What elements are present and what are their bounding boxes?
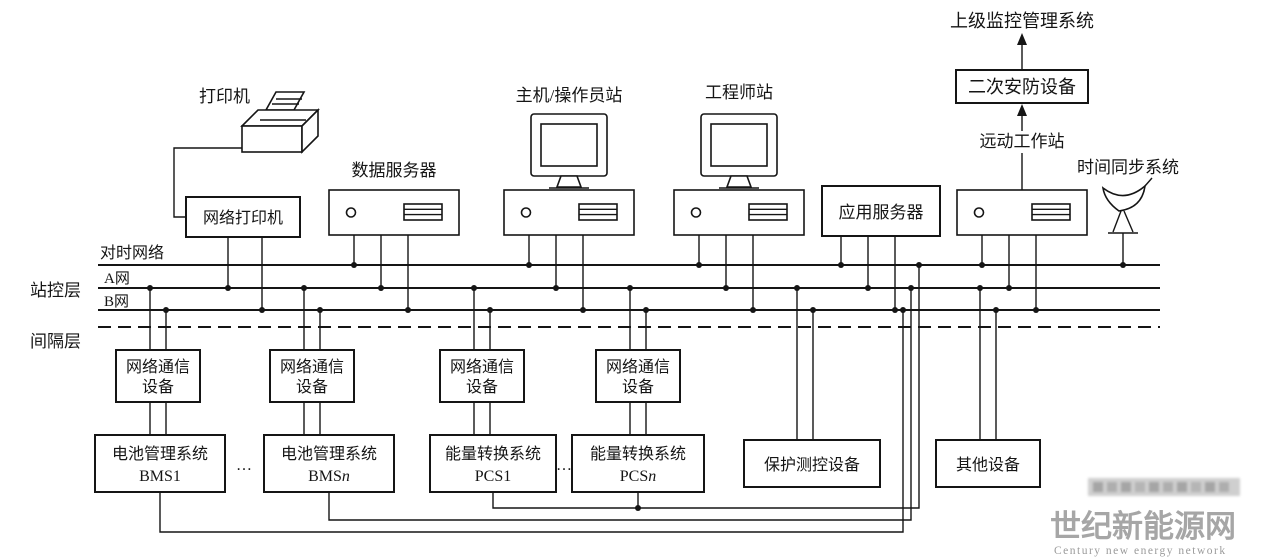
pcs1-group: 能量转换系统 PCS1 — [429, 434, 557, 493]
ncd-2-label-line1: 网络通信 — [280, 357, 344, 376]
ncd-1-box — [115, 349, 201, 403]
pcs1-label-line2: PCS1 — [475, 468, 511, 485]
printer-body — [241, 125, 303, 153]
data-server-label: 数据服务器 — [352, 161, 437, 180]
printer-paper — [264, 91, 306, 111]
ncd-4-label-line1: 网络通信 — [606, 357, 670, 376]
engineer-station-group: 工程师站 — [673, 83, 805, 310]
pcsn-group: 能量转换系统 PCSn — [571, 434, 705, 493]
printer-icon — [240, 91, 320, 154]
power-button-icon — [973, 207, 985, 218]
printer-connector-line — [173, 147, 242, 218]
ncd-4-group: 网络通信 设备 — [595, 288, 681, 435]
power-button-icon — [520, 207, 532, 218]
operator-station-group: 主机/操作员站 — [503, 86, 635, 310]
bms1-box — [94, 434, 226, 493]
blurred-watermark — [1088, 478, 1240, 496]
ellipsis-pcs: … — [556, 457, 572, 474]
bay-layer-label: 间隔层 — [30, 332, 81, 351]
arrow-up-icon — [1017, 104, 1027, 116]
bms1-group: 电池管理系统 BMS1 — [94, 434, 226, 493]
ncd-2-group: 网络通信 设备 — [269, 288, 355, 435]
bmsn-label-line1: 电池管理系统 — [281, 445, 377, 463]
ncd-3-label-line1: 网络通信 — [450, 357, 514, 376]
satellite-dish-icon — [1101, 177, 1153, 234]
power-button-icon — [690, 207, 702, 218]
power-button-icon — [345, 207, 357, 218]
security-device-box — [955, 69, 1089, 104]
watermark-en-text: Century new energy network — [1054, 545, 1227, 557]
bottom-loop-lines — [159, 265, 920, 533]
app-server-label: 应用服务器 — [839, 203, 924, 222]
site-watermark: 世纪新能源网 Century new energy network — [1050, 509, 1236, 557]
app-server-group: 应用服务器 — [821, 185, 941, 310]
ncd-3-group: 网络通信 设备 — [439, 288, 525, 435]
time-sync-group: 时间同步系统 — [1077, 158, 1179, 265]
other-device-label: 其他设备 — [956, 456, 1020, 474]
engineer-station-label: 工程师站 — [705, 83, 773, 102]
station-control-layer-label: 站控层 — [30, 281, 81, 300]
bms1-label-line2: BMS1 — [139, 468, 181, 485]
bmsn-group: 电池管理系统 BMSn — [263, 434, 395, 493]
pcsn-box — [571, 434, 705, 493]
monitor-icon — [530, 113, 608, 189]
station-bus-lines: 对时网络 A网 B网 站控层 间隔层 — [30, 243, 1160, 351]
parent-system-label: 上级监控管理系统 — [950, 11, 1094, 31]
app-server-box — [821, 185, 941, 237]
ncd-4-label-line2: 设备 — [622, 378, 654, 396]
protection-device-label: 保护测控设备 — [764, 456, 860, 474]
other-device-group: 其他设备 — [935, 288, 1041, 488]
network-b-label: B网 — [104, 294, 129, 310]
network-printer-label: 网络打印机 — [203, 208, 283, 227]
other-device-box — [935, 439, 1041, 488]
vent-icon — [578, 203, 618, 221]
vent-icon — [1031, 203, 1071, 221]
pcsn-label-line2: PCSn — [620, 468, 656, 485]
ncd-3-label-line2: 设备 — [466, 378, 498, 396]
connection-dots — [147, 262, 1126, 511]
data-server-group: 数据服务器 — [328, 161, 460, 310]
protection-device-box — [743, 439, 881, 488]
remote-workstation-label: 远动工作站 — [980, 132, 1065, 151]
monitor-icon — [700, 113, 778, 189]
network-printer-box — [185, 196, 301, 238]
ncd-3-box — [439, 349, 525, 403]
printer-side — [301, 108, 319, 154]
vent-icon — [403, 203, 443, 221]
ncd-1-label-line1: 网络通信 — [126, 357, 190, 376]
ncd-1-label-line2: 设备 — [142, 378, 174, 396]
printer-label: 打印机 — [199, 87, 250, 106]
ncd-1-group: 网络通信 设备 — [115, 288, 201, 435]
ncd-2-label-line2: 设备 — [296, 378, 328, 396]
protection-device-group: 保护测控设备 — [743, 288, 881, 488]
pcsn-label-line1: 能量转换系统 — [590, 445, 686, 463]
time-sync-system-label: 时间同步系统 — [1077, 158, 1179, 177]
printer-group: 打印机 网络打印机 — [173, 87, 320, 310]
pcs1-label-line1: 能量转换系统 — [445, 445, 541, 463]
ncd-4-box — [595, 349, 681, 403]
watermark-cn-text: 世纪新能源网 — [1050, 509, 1236, 544]
bms1-label-line1: 电池管理系统 — [112, 445, 208, 463]
operator-station-label: 主机/操作员站 — [516, 86, 623, 105]
security-device-label: 二次安防设备 — [968, 77, 1076, 97]
bmsn-label-line2: BMSn — [308, 468, 350, 485]
vent-icon — [748, 203, 788, 221]
ellipsis-bms: … — [236, 457, 252, 474]
network-a-label: A网 — [104, 271, 130, 287]
arrow-up-icon — [1017, 33, 1027, 45]
ncd-2-box — [269, 349, 355, 403]
remote-workstation-group — [956, 189, 1088, 310]
time-network-label: 对时网络 — [100, 243, 164, 262]
supervision-flow: 上级监控管理系统 二次安防设备 远动工作站 — [950, 11, 1094, 190]
